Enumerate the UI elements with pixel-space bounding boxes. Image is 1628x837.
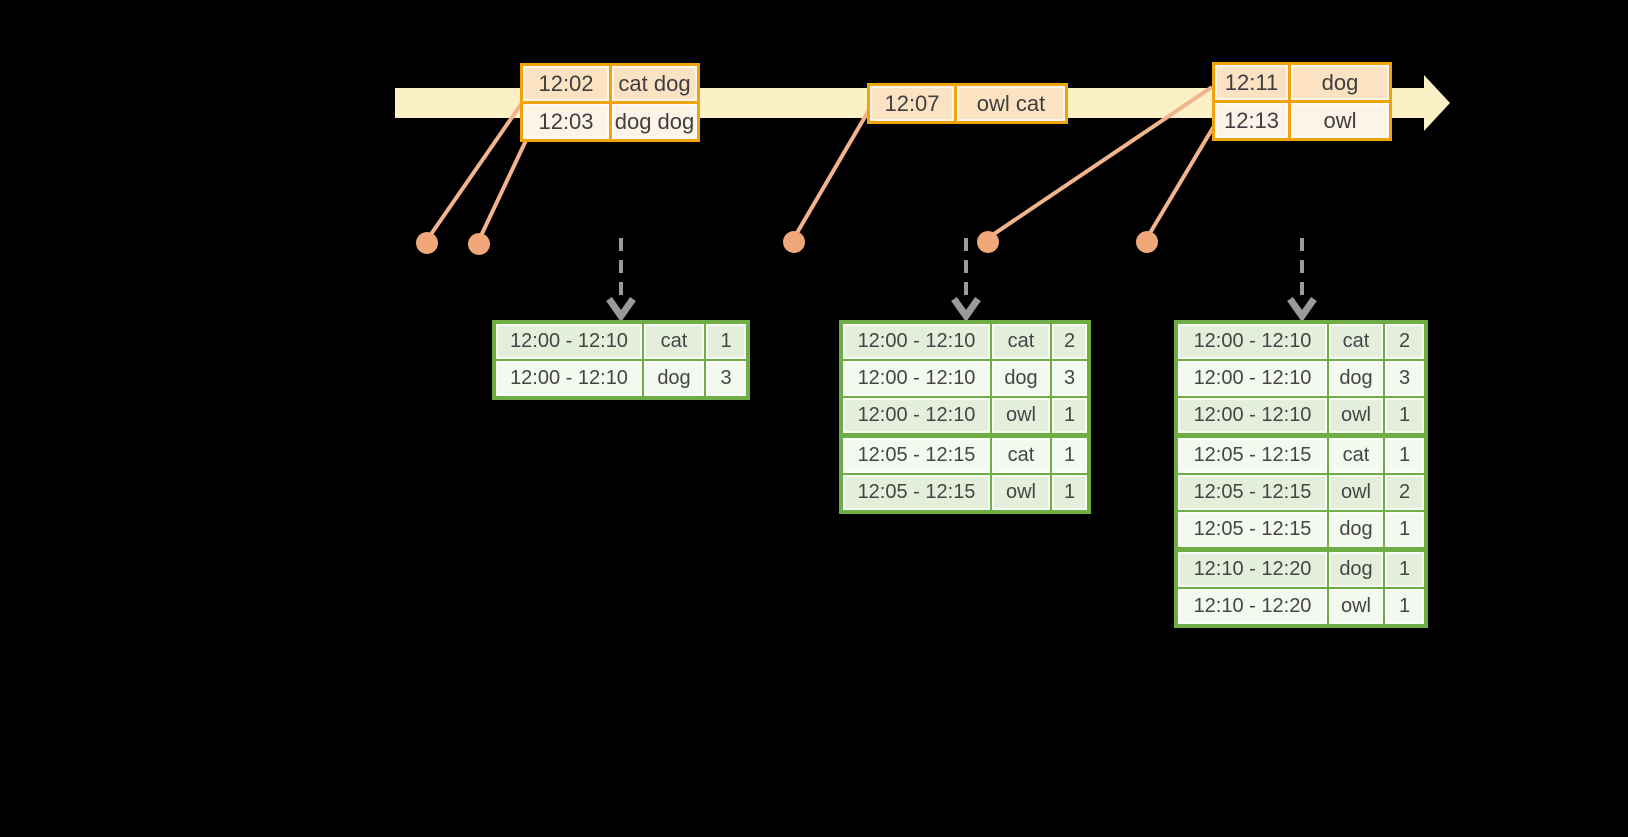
word-cell: cat bbox=[1329, 324, 1383, 359]
count-cell: 3 bbox=[1052, 361, 1087, 396]
count-cell: 1 bbox=[1052, 475, 1087, 510]
word-cell: owl bbox=[1329, 475, 1383, 510]
word-cell: dog bbox=[1329, 512, 1383, 547]
word-cell: dog bbox=[644, 361, 704, 396]
window-cell: 12:05 - 12:15 bbox=[1178, 438, 1327, 473]
word-cell: owl bbox=[992, 475, 1050, 510]
word-cell: cat bbox=[1329, 438, 1383, 473]
window-cell: 12:00 - 12:10 bbox=[843, 361, 990, 396]
arrow-down-icon bbox=[1287, 296, 1317, 323]
event-time-cell: 12:07 bbox=[870, 86, 954, 121]
window-cell: 12:00 - 12:10 bbox=[843, 398, 990, 433]
trigger-arrows bbox=[606, 238, 1317, 323]
count-cell: 1 bbox=[1385, 512, 1424, 547]
connector-line bbox=[1145, 124, 1216, 240]
event-time-cell: 12:03 bbox=[523, 104, 609, 139]
word-cell: cat bbox=[644, 324, 704, 359]
event-dot bbox=[783, 231, 805, 253]
window-cell: 12:00 - 12:10 bbox=[1178, 324, 1327, 359]
event-words-cell: cat dog bbox=[612, 66, 697, 101]
word-cell: owl bbox=[1329, 398, 1383, 433]
count-cell: 3 bbox=[1385, 361, 1424, 396]
window-cell: 12:05 - 12:15 bbox=[1178, 475, 1327, 510]
window-cell: 12:00 - 12:10 bbox=[496, 361, 642, 396]
arrow-down-icon bbox=[951, 296, 981, 323]
word-cell: dog bbox=[992, 361, 1050, 396]
window-cell: 12:00 - 12:10 bbox=[843, 324, 990, 359]
word-cell: cat bbox=[992, 438, 1050, 473]
connector-line bbox=[425, 98, 526, 242]
word-cell: dog bbox=[1329, 552, 1383, 587]
window-cell: 12:05 - 12:15 bbox=[843, 438, 990, 473]
count-cell: 1 bbox=[1385, 438, 1424, 473]
count-cell: 1 bbox=[1385, 589, 1424, 624]
window-cell: 12:00 - 12:10 bbox=[1178, 361, 1327, 396]
count-cell: 1 bbox=[1052, 398, 1087, 433]
word-cell: dog bbox=[1329, 361, 1383, 396]
connector-line bbox=[792, 108, 871, 240]
word-cell: cat bbox=[992, 324, 1050, 359]
connector-lines bbox=[425, 85, 1216, 242]
event-dot bbox=[416, 232, 438, 254]
count-cell: 2 bbox=[1385, 324, 1424, 359]
event-dot bbox=[468, 233, 490, 255]
window-cell: 12:10 - 12:20 bbox=[1178, 589, 1327, 624]
event-dots bbox=[416, 231, 1158, 255]
count-cell: 3 bbox=[706, 361, 746, 396]
count-cell: 2 bbox=[1385, 475, 1424, 510]
event-words-cell: dog bbox=[1291, 65, 1389, 100]
event-words-cell: owl bbox=[1291, 103, 1389, 138]
event-time-cell: 12:11 bbox=[1215, 65, 1288, 100]
word-cell: owl bbox=[1329, 589, 1383, 624]
event-dot bbox=[1136, 231, 1158, 253]
event-dot bbox=[977, 231, 999, 253]
event-words-cell: owl cat bbox=[957, 86, 1065, 121]
event-time-cell: 12:02 bbox=[523, 66, 609, 101]
count-cell: 1 bbox=[1385, 552, 1424, 587]
count-cell: 2 bbox=[1052, 324, 1087, 359]
word-cell: owl bbox=[992, 398, 1050, 433]
window-cell: 12:10 - 12:20 bbox=[1178, 552, 1327, 587]
count-cell: 1 bbox=[1052, 438, 1087, 473]
event-time-cell: 12:13 bbox=[1215, 103, 1288, 138]
arrow-down-icon bbox=[606, 296, 636, 323]
count-cell: 1 bbox=[1385, 398, 1424, 433]
window-cell: 12:05 - 12:15 bbox=[843, 475, 990, 510]
count-cell: 1 bbox=[706, 324, 746, 359]
window-cell: 12:00 - 12:10 bbox=[496, 324, 642, 359]
connector-line bbox=[477, 133, 531, 241]
window-cell: 12:05 - 12:15 bbox=[1178, 512, 1327, 547]
timeline-arrowhead-icon bbox=[1424, 75, 1450, 131]
connector-line bbox=[986, 85, 1214, 240]
event-words-cell: dog dog bbox=[612, 104, 697, 139]
window-cell: 12:00 - 12:10 bbox=[1178, 398, 1327, 433]
